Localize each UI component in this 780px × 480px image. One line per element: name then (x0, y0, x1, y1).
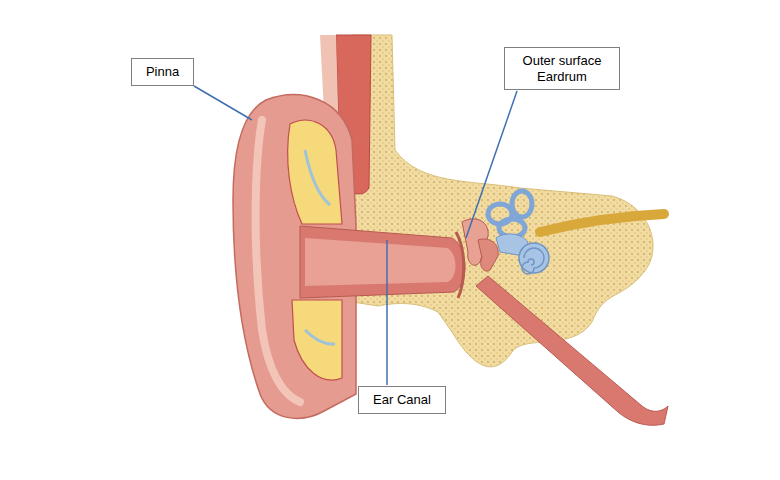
leader-line (466, 91, 517, 238)
leader-line (194, 86, 252, 120)
part-label: Pinna (146, 64, 179, 80)
part-label: Outer surface Eardrum (512, 53, 612, 85)
label-box: Ear Canal (358, 386, 446, 414)
part-label: Ear Canal (373, 392, 431, 408)
leader-line (386, 240, 388, 385)
label-box: Outer surface Eardrum (504, 47, 620, 90)
label-box: Pinna (131, 58, 194, 86)
